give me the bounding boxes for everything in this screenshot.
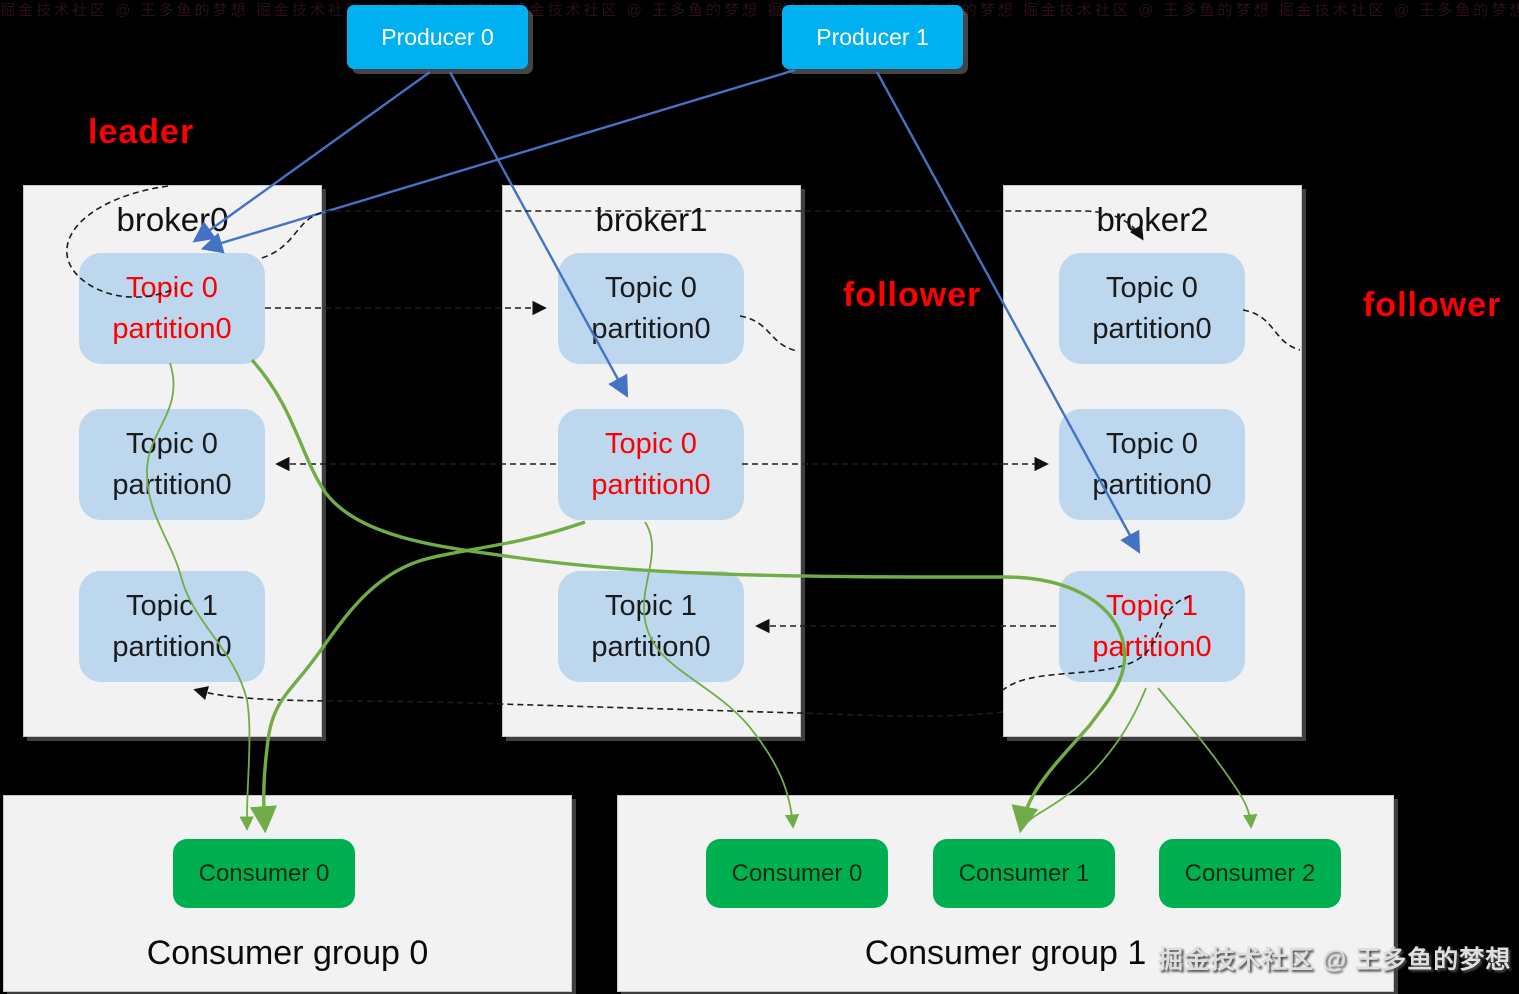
broker2-label: broker2 — [1096, 201, 1209, 238]
topic-line: Topic 0 — [1106, 427, 1198, 460]
partition-line: partition0 — [1092, 630, 1212, 663]
group0-consumer-0: Consumer 0 — [173, 839, 355, 908]
broker2-topic0-partition0-follower: Topic 0 partition0 — [1059, 253, 1245, 364]
broker1-topic0-partition0-follower: Topic 0 partition0 — [558, 253, 744, 364]
leader-annotation: leader — [88, 113, 195, 151]
consumer-group-0-label: Consumer group 0 — [146, 934, 429, 972]
group1-consumer-0: Consumer 0 — [706, 839, 888, 908]
topic-line: Topic 0 — [126, 427, 218, 460]
consumer-label: Consumer 1 — [958, 859, 1090, 887]
consumer-group-1-label: Consumer group 1 — [864, 934, 1147, 972]
broker2-topic0-partition0-follower2: Topic 0 partition0 — [1059, 409, 1245, 520]
partition-line: partition0 — [112, 630, 232, 663]
top-watermark: 掘金技术社区 @ 王多鱼的梦想 掘金技术社区 @ 王多鱼的梦想 掘金技术社区 @… — [0, 2, 1519, 19]
partition-line: partition0 — [591, 630, 711, 663]
bottom-watermark: 掘金技术社区 @ 王多鱼的梦想 — [1158, 946, 1512, 974]
broker1-box: broker1 Topic 0 partition0 Topic 0 parti… — [502, 185, 801, 737]
broker2-box: broker2 Topic 0 partition0 Topic 0 parti… — [1003, 185, 1302, 737]
partition-line: partition0 — [591, 468, 711, 501]
broker1-topic1-partition0-follower: Topic 1 partition0 — [558, 571, 744, 682]
group1-consumer-2: Consumer 2 — [1159, 839, 1341, 908]
topic-line: Topic 1 — [1106, 589, 1198, 622]
consumer-label: Consumer 0 — [198, 859, 330, 887]
broker1-topic0-partition0-leader: Topic 0 partition0 — [558, 409, 744, 520]
partition-line: partition0 — [1092, 468, 1212, 501]
broker0-topic0-partition0-follower: Topic 0 partition0 — [79, 409, 265, 520]
follower-annotation-right: follower — [1363, 286, 1502, 324]
topic-line: Topic 1 — [605, 589, 697, 622]
partition-line: partition0 — [1092, 312, 1212, 345]
topic-line: Topic 0 — [605, 271, 697, 304]
broker0-topic1-partition0-follower: Topic 1 partition0 — [79, 571, 265, 682]
follower-annotation-middle: follower — [843, 276, 982, 314]
partition-line: partition0 — [112, 468, 232, 501]
broker0-label: broker0 — [116, 201, 229, 238]
partition-line: partition0 — [112, 312, 232, 345]
broker0-box: broker0 Topic 0 partition0 Topic 0 parti… — [23, 185, 322, 737]
topic-line: Topic 0 — [605, 427, 697, 460]
producer-1-label: Producer 1 — [816, 23, 929, 50]
topic-line: Topic 0 — [126, 271, 218, 304]
broker2-topic1-partition0-leader: Topic 1 partition0 — [1059, 571, 1245, 682]
consumer-label: Consumer 0 — [731, 859, 863, 887]
partition-line: partition0 — [591, 312, 711, 345]
producer-1-box: Producer 1 — [782, 5, 963, 69]
consumer-group-0-box: Consumer 0 Consumer group 0 — [3, 795, 572, 992]
topic-line: Topic 0 — [1106, 271, 1198, 304]
broker1-label: broker1 — [595, 201, 708, 238]
broker0-topic0-partition0-leader: Topic 0 partition0 — [79, 253, 265, 364]
producer-0-label: Producer 0 — [381, 23, 494, 50]
group1-consumer-1: Consumer 1 — [933, 839, 1115, 908]
producer-0-box: Producer 0 — [347, 5, 528, 69]
consumer-label: Consumer 2 — [1184, 859, 1316, 887]
topic-line: Topic 1 — [126, 589, 218, 622]
